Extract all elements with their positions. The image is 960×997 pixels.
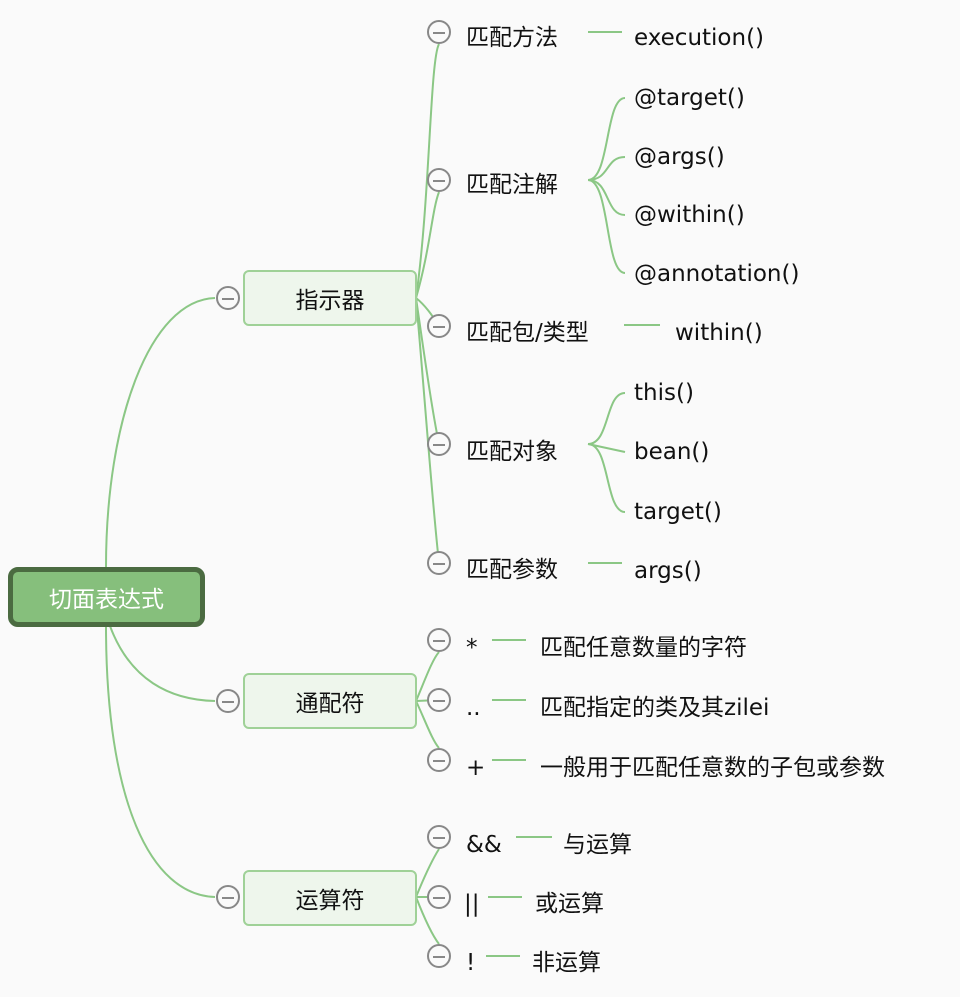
leaf-node[interactable]: @annotation() [634, 261, 800, 287]
root-node[interactable]: 切面表达式 [8, 567, 205, 627]
collapse-icon[interactable] [427, 748, 451, 772]
collapse-icon[interactable] [216, 885, 240, 909]
node-indicators[interactable]: 指示器 [243, 270, 417, 326]
leaf-node[interactable]: args() [634, 558, 702, 584]
node-label: 通配符 [295, 691, 365, 717]
leaf-node[interactable]: bean() [634, 439, 710, 465]
leaf-node[interactable]: execution() [634, 25, 765, 51]
collapse-icon[interactable] [427, 20, 451, 44]
node-wildcards[interactable]: 通配符 [243, 673, 417, 729]
node-operators[interactable]: 运算符 [243, 870, 417, 926]
leaf-node[interactable]: 匹配任意数量的字符 [540, 635, 747, 661]
node-label: 运算符 [295, 888, 365, 914]
root-label: 切面表达式 [49, 587, 164, 613]
node-op-and[interactable]: && [466, 832, 502, 858]
node-wildcard-star[interactable]: * [466, 635, 478, 661]
leaf-node[interactable]: @within() [634, 202, 745, 228]
leaf-node[interactable]: 一般用于匹配任意数的子包或参数 [540, 755, 885, 781]
leaf-node[interactable]: within() [675, 320, 763, 346]
leaf-node[interactable]: @args() [634, 144, 725, 170]
leaf-node[interactable]: @target() [634, 85, 745, 111]
collapse-icon[interactable] [427, 825, 451, 849]
collapse-icon[interactable] [427, 944, 451, 968]
node-match-package[interactable]: 匹配包/类型 [466, 320, 589, 346]
node-op-or[interactable]: || [464, 891, 480, 917]
collapse-icon[interactable] [427, 885, 451, 909]
node-wildcard-plus[interactable]: + [466, 755, 486, 781]
collapse-icon[interactable] [427, 551, 451, 575]
leaf-node[interactable]: this() [634, 380, 694, 406]
collapse-icon[interactable] [216, 286, 240, 310]
node-wildcard-dotdot[interactable]: .. [466, 695, 481, 721]
node-match-method[interactable]: 匹配方法 [466, 25, 558, 51]
leaf-node[interactable]: target() [634, 499, 722, 525]
collapse-icon[interactable] [216, 689, 240, 713]
leaf-node[interactable]: 或运算 [535, 891, 604, 917]
node-match-object[interactable]: 匹配对象 [466, 439, 558, 465]
leaf-node[interactable]: 与运算 [563, 832, 632, 858]
node-op-not[interactable]: ! [466, 950, 476, 976]
collapse-icon[interactable] [427, 628, 451, 652]
collapse-icon[interactable] [427, 688, 451, 712]
node-label: 指示器 [295, 288, 365, 314]
node-match-annotation[interactable]: 匹配注解 [466, 172, 558, 198]
leaf-node[interactable]: 匹配指定的类及其zilei [540, 695, 770, 721]
collapse-icon[interactable] [427, 168, 451, 192]
collapse-icon[interactable] [427, 314, 451, 338]
collapse-icon[interactable] [427, 432, 451, 456]
leaf-node[interactable]: 非运算 [532, 950, 601, 976]
node-match-args[interactable]: 匹配参数 [466, 557, 558, 583]
